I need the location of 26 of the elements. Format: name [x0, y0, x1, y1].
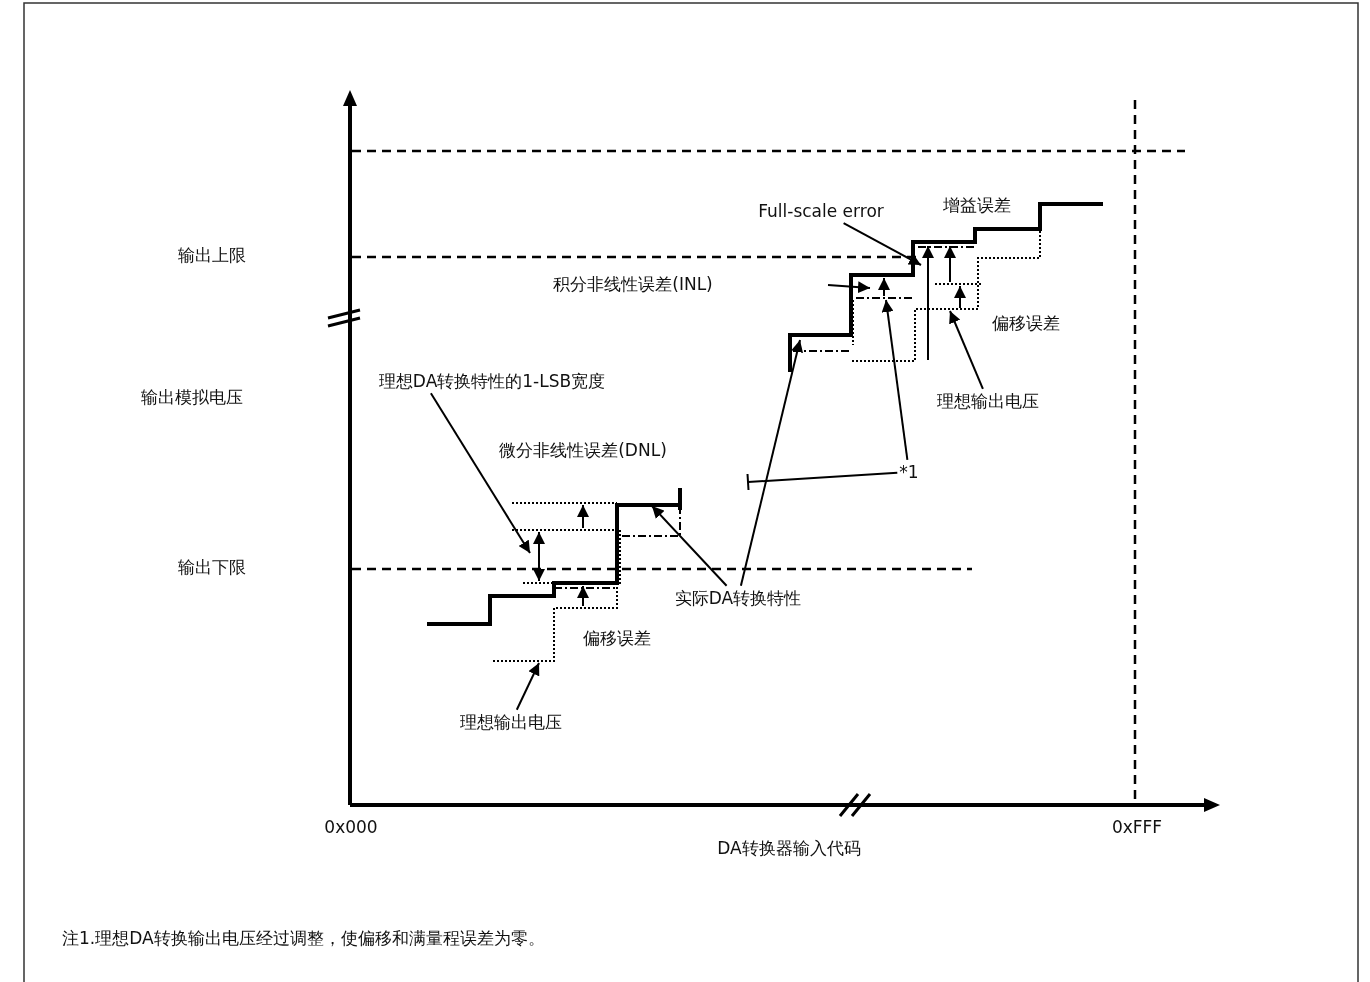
leader-line [746, 471, 899, 491]
leader-line [515, 662, 540, 711]
callout-label: *1 [899, 461, 919, 483]
callout-label: 实际DA转换特性 [674, 587, 802, 609]
axis-title: 输出模拟电压 [141, 386, 243, 408]
annotation-label: 积分非线性误差(INL) [553, 273, 713, 295]
leader-line [881, 299, 909, 461]
annotation-label: 偏移误差 [992, 312, 1060, 334]
axis-title: DA转换器输入代码 [717, 837, 861, 859]
leader-line [949, 310, 984, 390]
leader-line [842, 222, 922, 266]
callout-label: 理想输出电压 [460, 711, 562, 733]
axis-level-label: 输出上限 [178, 244, 246, 266]
leader-line [739, 339, 804, 587]
axis-level-label: 输出下限 [178, 556, 246, 578]
tick-label: 0xFFF [1111, 816, 1163, 838]
callout-label: Full-scale error [758, 200, 884, 222]
annotation-label: 增益误差 [943, 194, 1011, 216]
callout-label: 理想输出电压 [937, 390, 1039, 412]
annotation-label: 微分非线性误差(DNL) [499, 439, 667, 461]
footnote: 注1.理想DA转换输出电压经过调整，使偏移和满量程误差为零。 [62, 927, 545, 949]
callout-label: 理想DA转换特性的1-LSB宽度 [378, 370, 606, 392]
tick-label: 0x000 [324, 816, 378, 838]
leader-line [429, 392, 531, 554]
leader-line [651, 505, 728, 587]
annotation-label: 偏移误差 [583, 627, 651, 649]
